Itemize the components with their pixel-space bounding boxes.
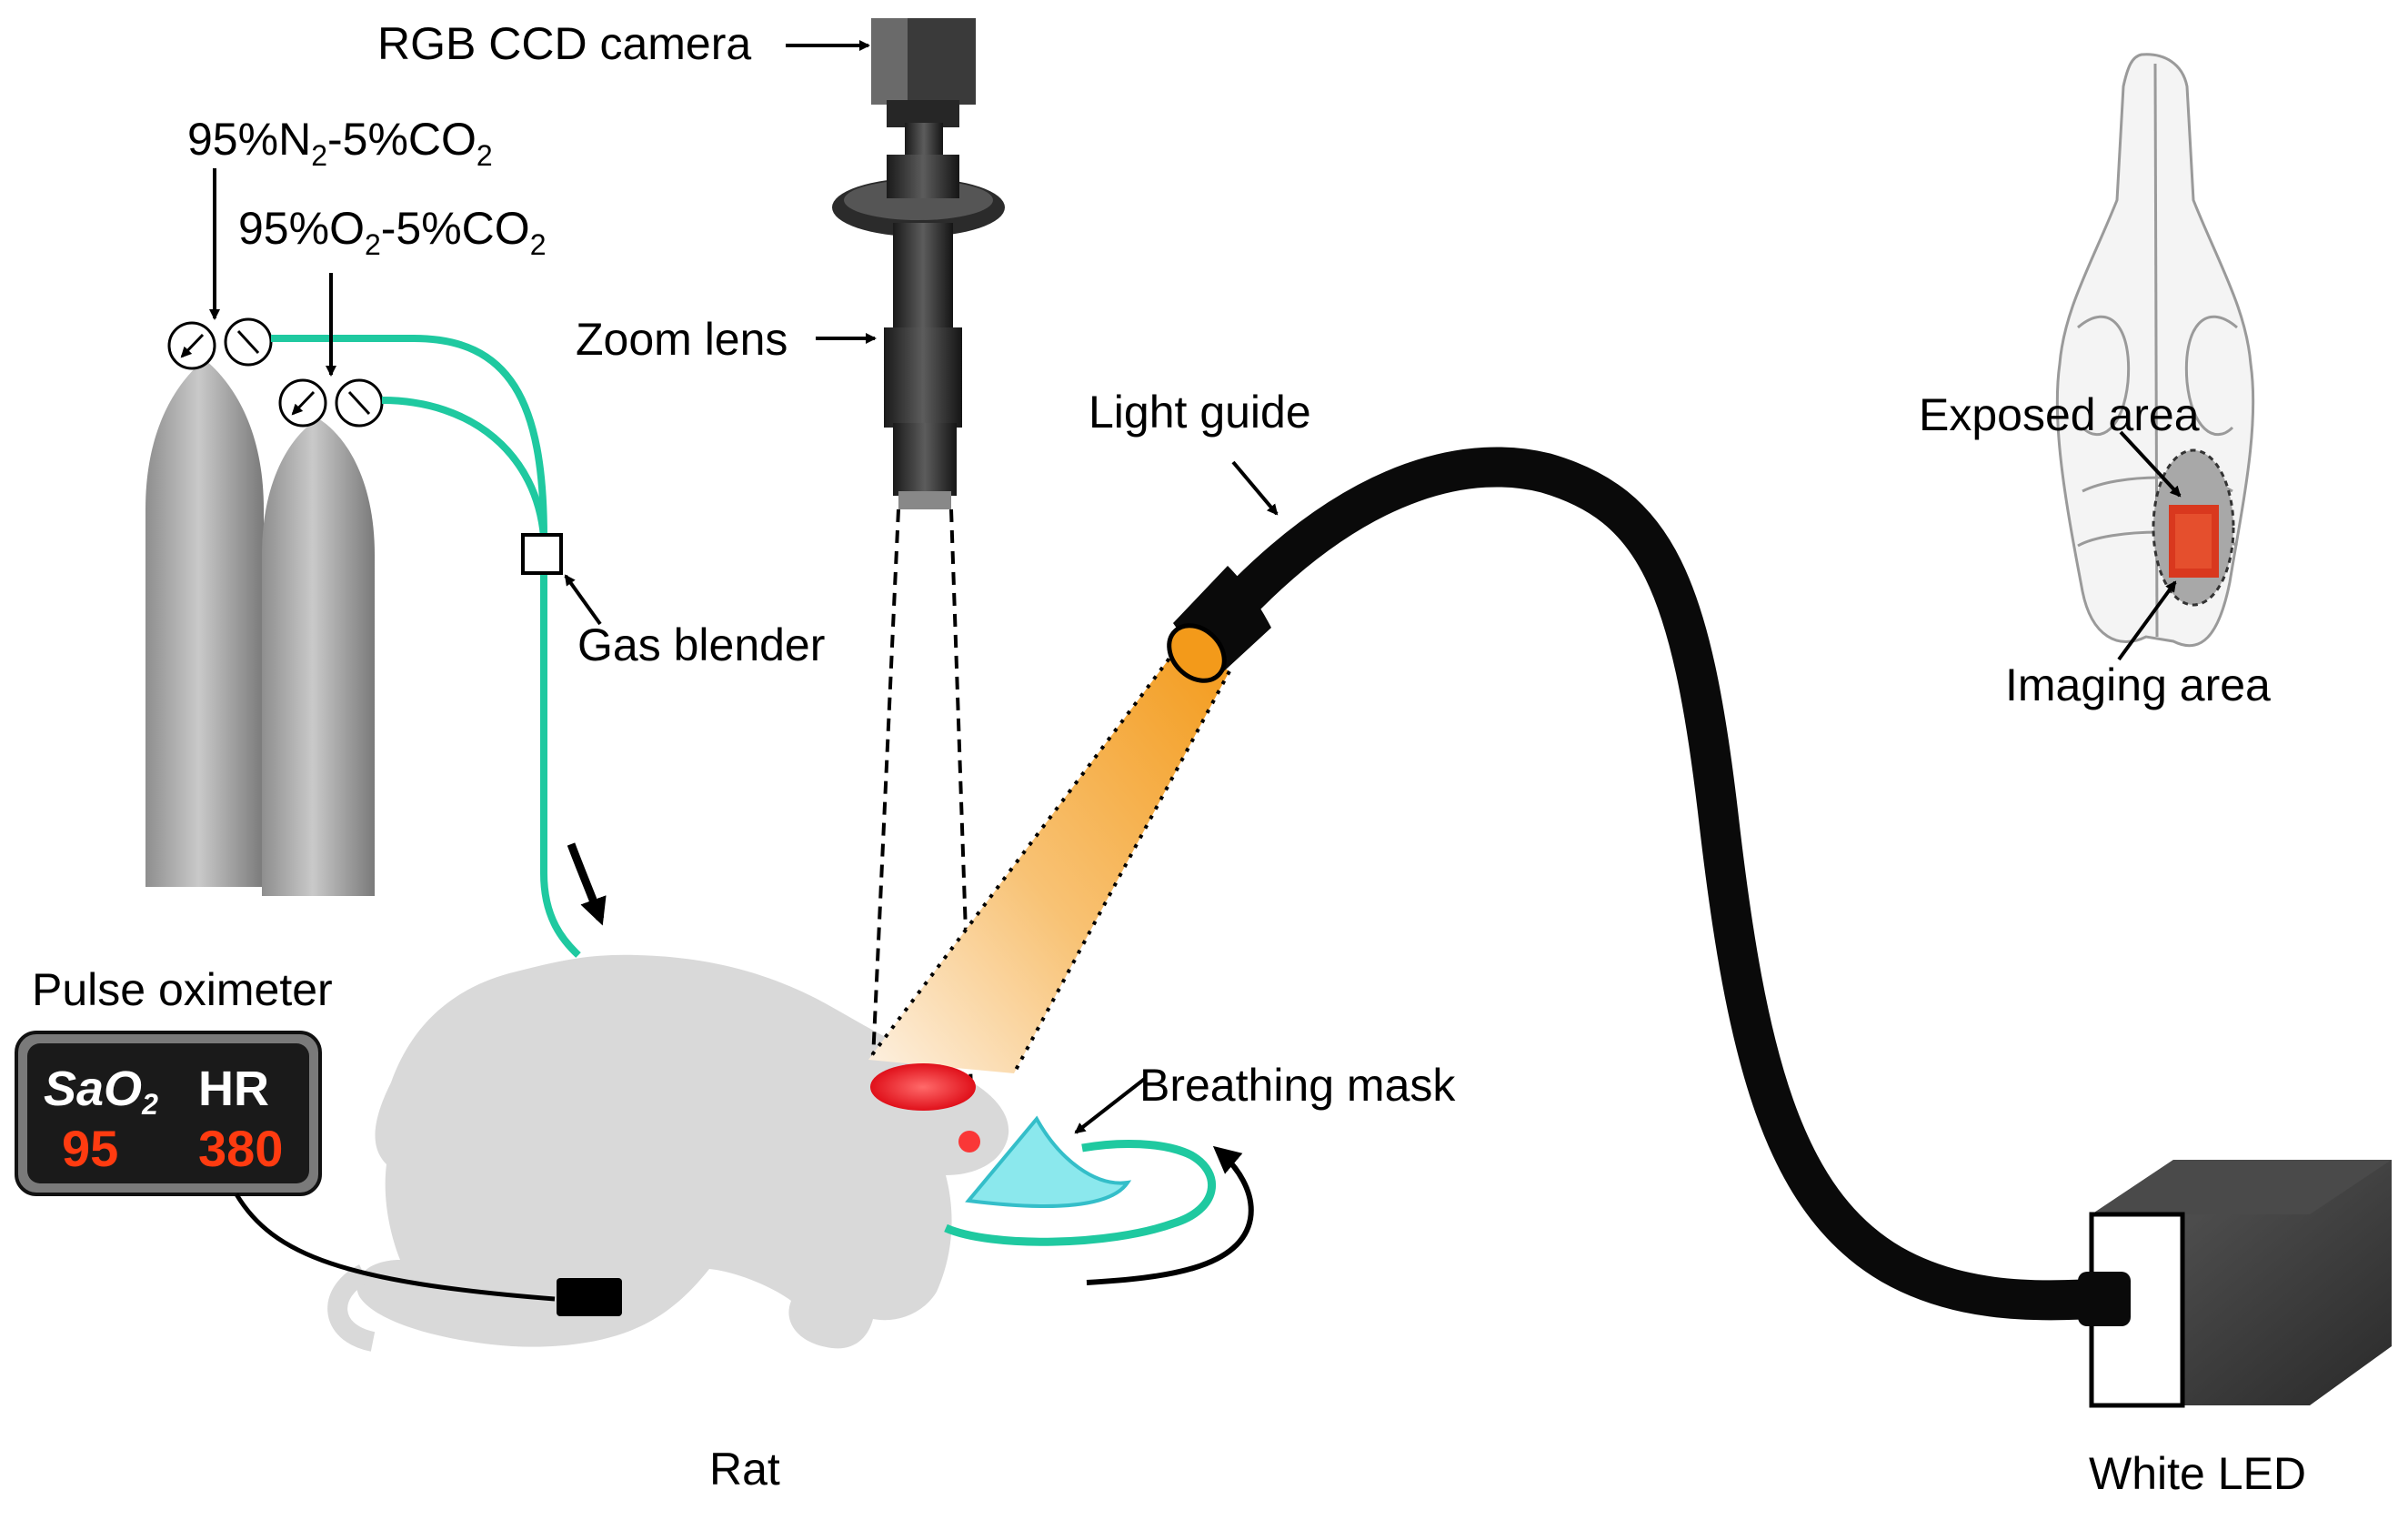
light-guide-aperture bbox=[1167, 623, 1227, 683]
pulse-oximeter-label: Pulse oximeter bbox=[32, 964, 333, 1015]
rat-silhouette bbox=[356, 954, 1009, 1349]
hr-label: HR bbox=[198, 1062, 269, 1116]
n2-regulator-gauges bbox=[167, 317, 273, 370]
o2-tube bbox=[381, 397, 547, 538]
zoom-lens bbox=[832, 123, 1005, 509]
oximeter-probe bbox=[557, 1278, 622, 1316]
breathing-mask-tube bbox=[944, 1139, 1217, 1246]
gas-blender-arrow bbox=[564, 574, 602, 626]
n2-tube bbox=[271, 335, 547, 538]
gas-flow-arrow bbox=[567, 842, 607, 926]
rat-label: Rat bbox=[709, 1444, 780, 1495]
o2-regulator-gauges bbox=[278, 378, 384, 428]
white-led-label: White LED bbox=[2089, 1448, 2306, 1499]
sao2-value: 95 bbox=[62, 1120, 118, 1177]
sao2-label: SaO2 bbox=[44, 1062, 158, 1121]
exposed-area-arrow bbox=[2119, 430, 2182, 498]
imaging-spot bbox=[870, 1063, 976, 1111]
gas-blender-label: Gas blender bbox=[577, 619, 825, 670]
rat-tail bbox=[327, 1264, 376, 1352]
hr-value: 380 bbox=[198, 1120, 283, 1177]
imaging-area-arrow bbox=[2117, 580, 2177, 661]
imaging-area-label: Imaging area bbox=[2005, 659, 2271, 710]
gas-cylinders bbox=[145, 317, 384, 896]
white-led-source bbox=[2078, 1160, 2392, 1408]
rgb-ccd-camera bbox=[871, 18, 976, 127]
breathing-mask bbox=[965, 1115, 1132, 1208]
pulse-oximeter: SaO2 HR 95 380 bbox=[15, 1031, 322, 1196]
light-guide-label: Light guide bbox=[1089, 387, 1311, 438]
o2-cylinder bbox=[262, 418, 375, 896]
gas-tubes bbox=[271, 335, 581, 958]
oximeter-cable bbox=[234, 1193, 556, 1302]
illumination-cone bbox=[868, 641, 1229, 1073]
o2-gas-label: 95%O2-5%CO2 bbox=[238, 203, 546, 261]
camera-label: RGB CCD camera bbox=[377, 18, 751, 69]
zoom-lens-label: Zoom lens bbox=[576, 314, 788, 365]
circulation-arrow bbox=[1086, 1145, 1254, 1285]
breathing-mask-arrow bbox=[1074, 1076, 1148, 1134]
n2-cylinder bbox=[145, 359, 264, 887]
breathing-mask-label: Breathing mask bbox=[1139, 1060, 1456, 1111]
exposed-area-label: Exposed area bbox=[1919, 389, 2200, 440]
light-guide-arrow bbox=[1231, 460, 1279, 516]
n2-gas-label: 95%N2-5%CO2 bbox=[187, 114, 493, 172]
rat-eye bbox=[958, 1131, 980, 1153]
blended-tube bbox=[540, 537, 581, 958]
light-guide-cable bbox=[1217, 447, 2112, 1321]
imaging-window bbox=[2152, 448, 2235, 607]
gas-blender-box bbox=[521, 533, 563, 575]
